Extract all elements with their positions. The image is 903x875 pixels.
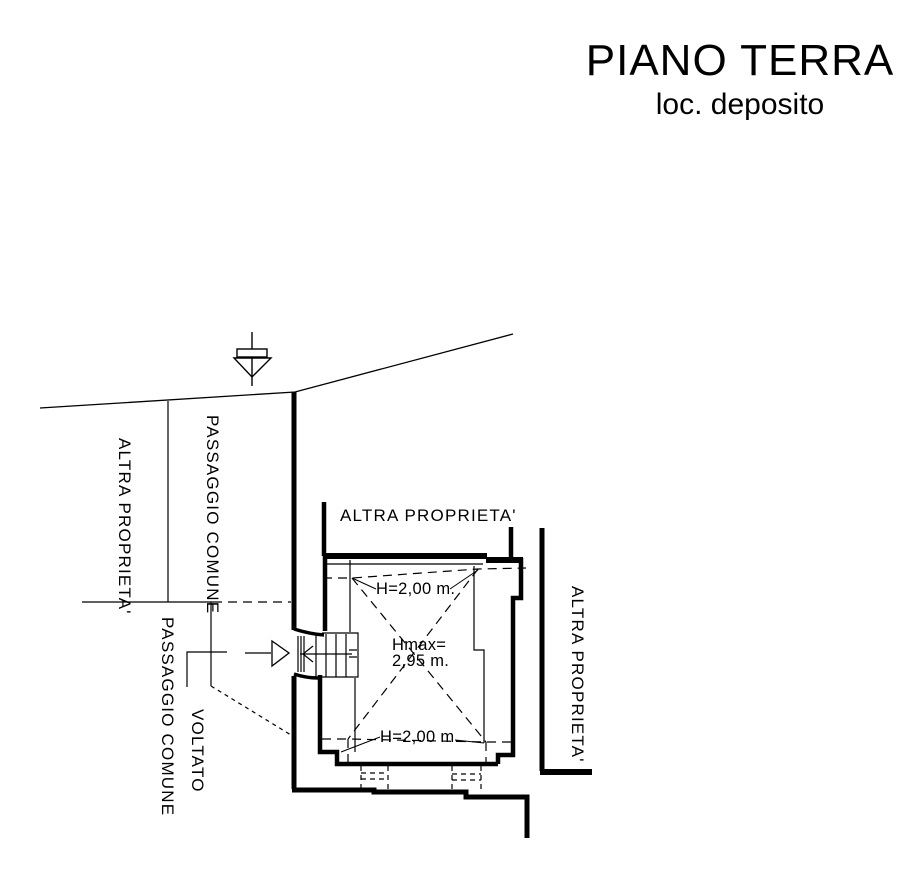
label-other-property-top: ALTRA PROPRIETA': [340, 506, 517, 525]
passage-division-lines: [82, 401, 292, 736]
height-label-bottom: H=2,00 m.: [380, 728, 460, 746]
boundary-lines: [39, 333, 514, 409]
page-subtitle: loc. deposito: [655, 88, 825, 121]
stairs: [297, 632, 359, 678]
label-other-property-right: ALTRA PROPRIETA': [568, 586, 587, 763]
datum-symbol: [232, 332, 273, 386]
label-vaulted-passage: VOLTATO: [188, 709, 207, 793]
label-other-property-left: ALTRA PROPRIETA': [115, 438, 134, 615]
interior-wall-faces: [327, 560, 485, 752]
ceiling-height-dashed-outline: [322, 567, 527, 766]
stair-direction-mark: [349, 649, 357, 658]
leader-lines: [340, 569, 485, 753]
entrance-arrow: [245, 639, 291, 668]
label-common-passage-upper: PASSAGGIO COMUNE: [203, 415, 222, 615]
height-label-top: H=2,00 m.: [376, 580, 456, 598]
label-common-passage-lower: PASSAGGIO COMUNE: [158, 617, 177, 817]
stair-direction-chevron: [302, 645, 314, 663]
walls: [291, 392, 592, 838]
page-title: PIANO TERRA: [585, 36, 895, 85]
height-max-line1: Hmax=: [392, 636, 447, 654]
lower-wall-openings: [360, 766, 482, 791]
height-max-line2: 2,95 m.: [392, 652, 450, 670]
height-label-max: Hmax= 2,95 m.: [392, 636, 450, 670]
